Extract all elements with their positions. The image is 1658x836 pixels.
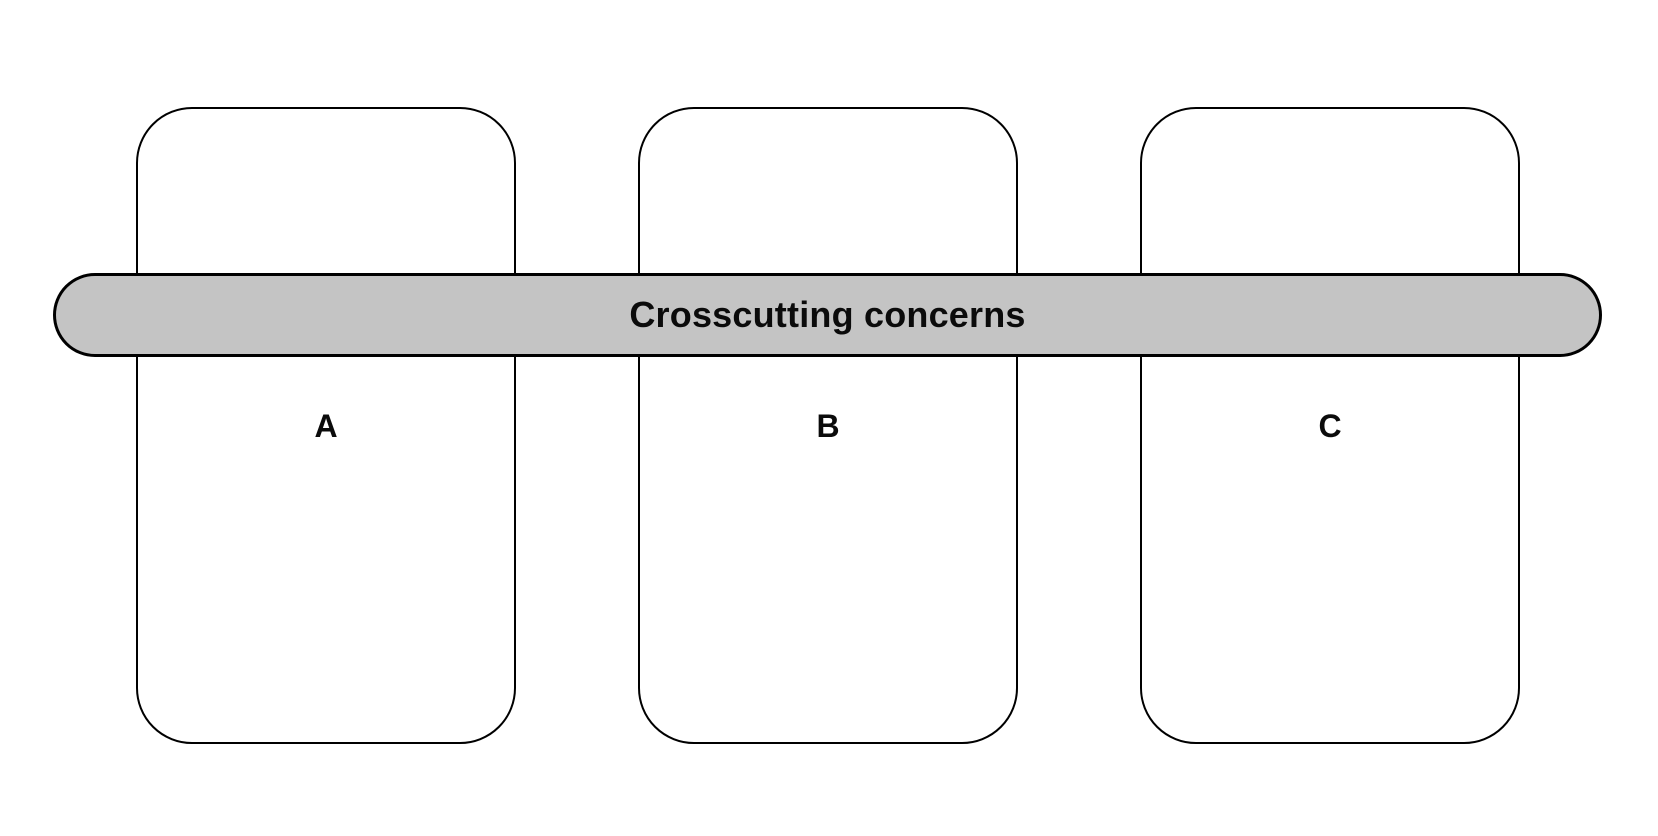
box-b-label: B xyxy=(816,407,840,444)
crosscutting-bar-label: Crosscutting concerns xyxy=(629,294,1026,335)
box-b: B xyxy=(638,107,1018,744)
box-c-label: C xyxy=(1318,407,1342,444)
crosscutting-concerns-bar: Crosscutting concerns xyxy=(53,273,1602,357)
box-a: A xyxy=(136,107,516,744)
box-a-label: A xyxy=(314,407,338,444)
box-c: C xyxy=(1140,107,1520,744)
